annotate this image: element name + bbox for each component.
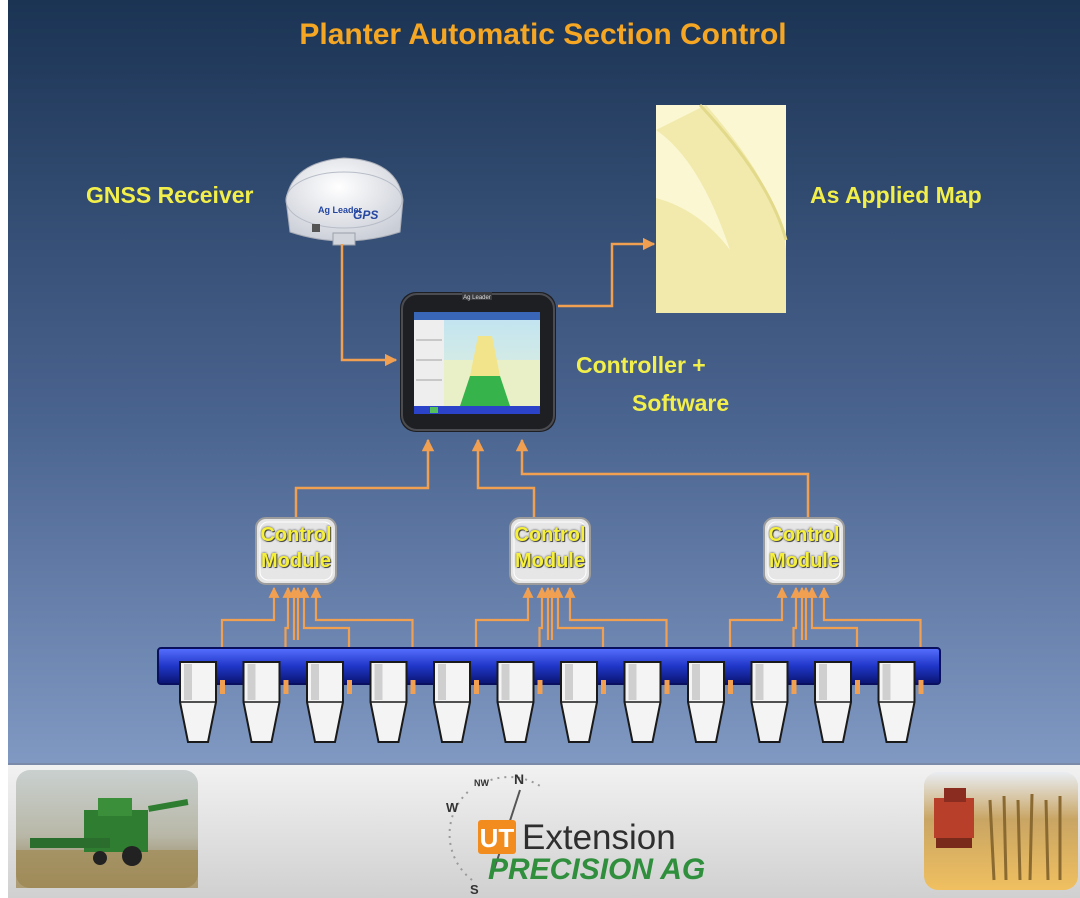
compass-nw: NW	[474, 778, 489, 788]
row-unit	[814, 661, 860, 743]
row-sensor	[918, 680, 924, 694]
connection-arrows	[294, 237, 810, 520]
receiver-model: GPS	[353, 208, 378, 222]
row-sensor	[728, 680, 733, 694]
row-unit	[687, 661, 733, 743]
module-2-line2: Module	[515, 550, 585, 572]
row-unit	[623, 661, 670, 743]
software-label: Software	[632, 390, 730, 416]
row-sensor	[601, 680, 606, 694]
row-sensor	[474, 680, 479, 694]
row-sensor	[347, 680, 352, 694]
compass-n: N	[514, 771, 524, 787]
compass-s: S	[470, 882, 479, 897]
corn-harvest-photo	[924, 772, 1078, 890]
row-unit	[369, 661, 416, 743]
planter-toolbar	[157, 647, 941, 685]
row-sensor	[283, 680, 289, 694]
control-module-1	[255, 517, 337, 585]
control-module-3	[763, 517, 845, 585]
display-brand: Ag Leader	[463, 295, 491, 301]
as-applied-map-label: As Applied Map	[810, 182, 982, 208]
page-title: Planter Automatic Section Control	[299, 18, 787, 51]
row-unit	[560, 661, 606, 743]
module-3-line1: Control	[768, 524, 840, 546]
control-module-3-label: Control Module	[759, 522, 849, 574]
row-unit	[179, 661, 225, 743]
module-1-line2: Module	[261, 550, 331, 572]
row-units	[179, 661, 924, 743]
row-unit	[242, 661, 289, 743]
control-module-2-label: Control Module	[505, 522, 595, 574]
gnss-receiver-image: Ag Leader GPS	[285, 157, 404, 246]
as-applied-map-image	[656, 103, 788, 313]
controller-label: Controller +	[576, 352, 706, 378]
row-sensor	[410, 680, 416, 694]
module-3-line2: Module	[769, 550, 839, 572]
row-unit	[496, 661, 543, 743]
precision-ag-text: PRECISION AG	[488, 853, 706, 886]
row-sensor	[537, 680, 543, 694]
row-sensor	[855, 680, 860, 694]
gnss-receiver-label: GNSS Receiver	[86, 182, 254, 208]
row-unit	[750, 661, 797, 743]
row-unit	[877, 661, 924, 743]
receiver-brand: Ag Leader	[318, 205, 363, 215]
row-sensor	[220, 680, 225, 694]
row-unit	[306, 661, 352, 743]
module-2-line1: Control	[514, 524, 586, 546]
extension-text: Extension	[522, 818, 676, 857]
row-sensor	[791, 680, 797, 694]
compass-w: W	[446, 800, 459, 815]
ut-mark: UT	[480, 823, 515, 853]
ut-extension-logo: N NW W S UT	[446, 771, 541, 897]
combine-harvester-photo	[16, 770, 198, 888]
row-unit	[433, 661, 479, 743]
control-module-1-label: Control Module	[251, 522, 341, 574]
controller-display-image: Ag Leader	[400, 292, 556, 432]
module-1-line1: Control	[260, 524, 332, 546]
row-sensor	[664, 680, 670, 694]
control-module-2	[509, 517, 591, 585]
